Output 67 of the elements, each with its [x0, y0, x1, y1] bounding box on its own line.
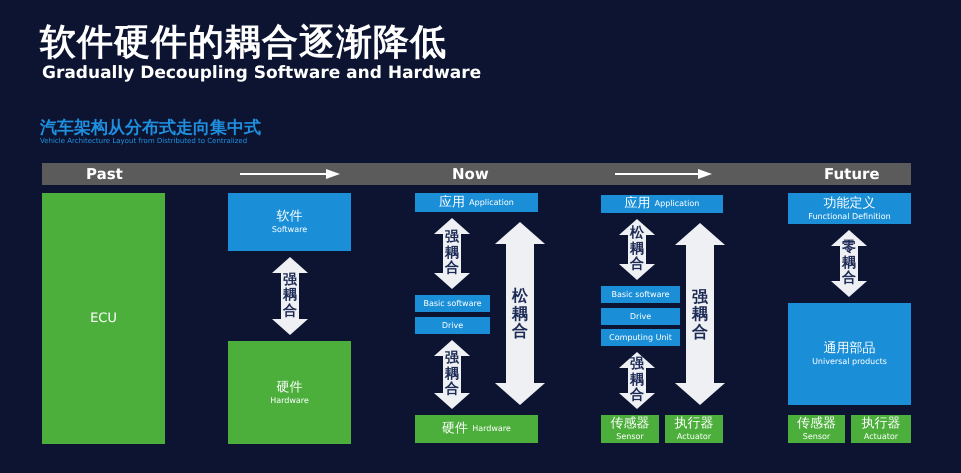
double-arrow	[495, 222, 545, 405]
stage-label: Past	[86, 165, 123, 183]
stage-label: Future	[824, 165, 880, 183]
double-arrow	[831, 230, 867, 297]
sensor-box	[601, 415, 659, 443]
application-box	[415, 193, 538, 212]
edge-label: 强耦合	[692, 288, 708, 340]
ecu-box	[42, 193, 165, 444]
box-title: 传感器	[797, 416, 836, 432]
edge-label: 松耦合	[512, 287, 528, 340]
double-arrow	[619, 352, 655, 409]
double-arrow	[272, 257, 308, 335]
hardware-box	[415, 415, 538, 443]
software-box	[228, 193, 351, 251]
edge-label: 强耦合	[630, 357, 644, 404]
stage-label: Now	[452, 165, 489, 183]
universal-products-box	[788, 303, 911, 405]
box-label: Application	[469, 198, 514, 208]
box-label: Drive	[442, 320, 464, 330]
box-title: 硬件	[276, 380, 302, 396]
double-arrow	[675, 223, 725, 405]
box-label: Basic software	[611, 290, 670, 300]
box-label: Universal products	[812, 357, 887, 367]
box-label: ECU	[90, 310, 117, 326]
box-title: 通用部品	[824, 341, 876, 357]
subtitle: Gradually Decoupling Software and Hardware	[42, 63, 482, 83]
edge-label: 强耦合	[445, 230, 459, 277]
box-label: Application	[654, 199, 700, 209]
computing-unit-box	[601, 329, 680, 346]
box-label: Drive	[630, 312, 652, 322]
box-title: 功能定义	[824, 196, 876, 212]
box-title: 应用	[439, 194, 466, 210]
box-label: Sensor	[616, 432, 644, 442]
basic-software-box	[415, 295, 490, 312]
double-arrow	[434, 218, 470, 289]
drive-box	[415, 317, 490, 334]
box-title: 执行器	[862, 416, 900, 432]
edge-label: 松耦合	[630, 226, 644, 273]
edge-label: 零耦合	[842, 240, 856, 287]
box-label: Sensor	[802, 432, 830, 442]
application-box	[601, 195, 723, 213]
box-label: Functional Definition	[808, 212, 891, 222]
box-title: 软件	[276, 209, 302, 225]
box-label: Hardware	[270, 396, 309, 406]
hardware-box	[228, 341, 351, 444]
double-arrow	[619, 219, 655, 280]
double-arrow	[434, 340, 470, 409]
basic-software-box	[601, 286, 680, 303]
edge-label: 强耦合	[445, 351, 459, 398]
drive-box	[601, 308, 680, 325]
actuator-box	[665, 415, 723, 443]
edge-label: 强耦合	[283, 272, 297, 320]
box-label: Computing Unit	[609, 332, 672, 342]
section-heading: 汽车架构从分布式走向集中式	[40, 117, 261, 138]
box-title: 执行器	[674, 416, 714, 432]
box-title: 硬件	[442, 421, 468, 437]
function-definition-box	[788, 193, 911, 224]
box-label: Basic software	[423, 298, 482, 308]
title: 软件硬件的耦合逐渐降低	[40, 21, 447, 65]
box-label: Software	[272, 225, 308, 235]
sensor-box	[788, 415, 845, 443]
box-label: Actuator	[864, 432, 898, 442]
box-label: Actuator	[676, 432, 712, 442]
box-title: 应用	[624, 196, 651, 212]
actuator-box	[851, 415, 911, 443]
box-label: Hardware	[472, 424, 511, 434]
box-title: 传感器	[610, 416, 650, 432]
